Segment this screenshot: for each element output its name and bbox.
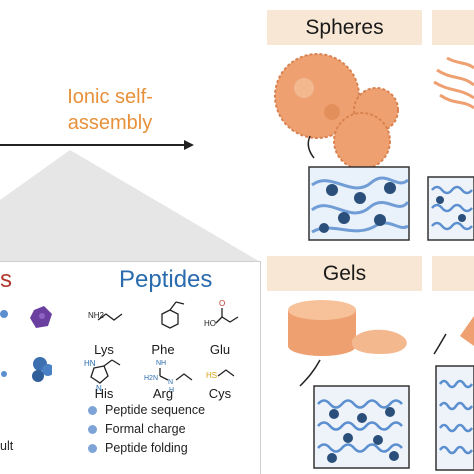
bullet-formal-charge: Formal charge bbox=[88, 422, 186, 436]
bullet-text: Peptide folding bbox=[105, 441, 188, 455]
bullet-dot bbox=[88, 405, 97, 415]
aa-label-his: His bbox=[94, 386, 114, 401]
bullet-dot bbox=[88, 443, 97, 453]
blue-cluster bbox=[32, 357, 52, 382]
aa-label-arg: Arg bbox=[152, 386, 174, 401]
bullet-text: Peptide sequence bbox=[105, 403, 206, 417]
lys-nh2: NH2 bbox=[88, 311, 105, 320]
spheres-header: Spheres bbox=[267, 10, 422, 45]
left-partial-text: ult bbox=[0, 439, 14, 453]
aa-label-glu: Glu bbox=[209, 342, 231, 357]
left-particles bbox=[0, 306, 52, 382]
spheres-illustration bbox=[274, 53, 474, 241]
purple-particle bbox=[30, 306, 52, 328]
bullet-text: Formal charge bbox=[105, 422, 186, 436]
header-partial-top bbox=[432, 10, 474, 45]
his-nh: HN bbox=[84, 359, 96, 368]
aa-label-lys: Lys bbox=[94, 342, 114, 357]
sphere-particles bbox=[274, 53, 399, 170]
left-panel: s ult bbox=[0, 262, 52, 474]
left-panel-title: s bbox=[0, 266, 12, 293]
header-partial-bottom bbox=[432, 256, 474, 291]
panel-frame bbox=[0, 261, 261, 474]
arg-h: H bbox=[169, 387, 174, 394]
bullet-peptide-folding: Peptide folding bbox=[88, 441, 188, 455]
zoom-wedge bbox=[0, 150, 262, 263]
glu-o: O bbox=[219, 299, 225, 308]
arg-nh: NH bbox=[156, 360, 166, 367]
aa-label-cys: Cys bbox=[208, 386, 232, 401]
structures-row-1: NH2 HO O bbox=[88, 299, 239, 329]
structures-row-2: HN N NH H2N N H HS bbox=[84, 359, 235, 394]
gel-puck bbox=[288, 300, 356, 356]
gels-header: Gels bbox=[267, 256, 422, 291]
bullet-peptide-sequence: Peptide sequence bbox=[88, 403, 205, 417]
aa-label-phe: Phe bbox=[151, 342, 175, 357]
glu-ho: HO bbox=[204, 319, 216, 328]
arg-h2n: H2N bbox=[144, 375, 158, 382]
bullet-dot bbox=[88, 424, 97, 434]
arg-n: N bbox=[168, 379, 173, 386]
peptides-panel: Peptides NH2 HO O Lys Phe Glu HN N NH H2… bbox=[52, 262, 260, 474]
self-assembly-arrow bbox=[0, 140, 194, 150]
cys-hs: HS bbox=[206, 371, 217, 380]
gels-illustration bbox=[288, 300, 474, 471]
arrow-label: Ionic self- assembly bbox=[67, 86, 153, 134]
peptides-title: Peptides bbox=[119, 266, 213, 293]
his-n: N bbox=[96, 384, 102, 393]
